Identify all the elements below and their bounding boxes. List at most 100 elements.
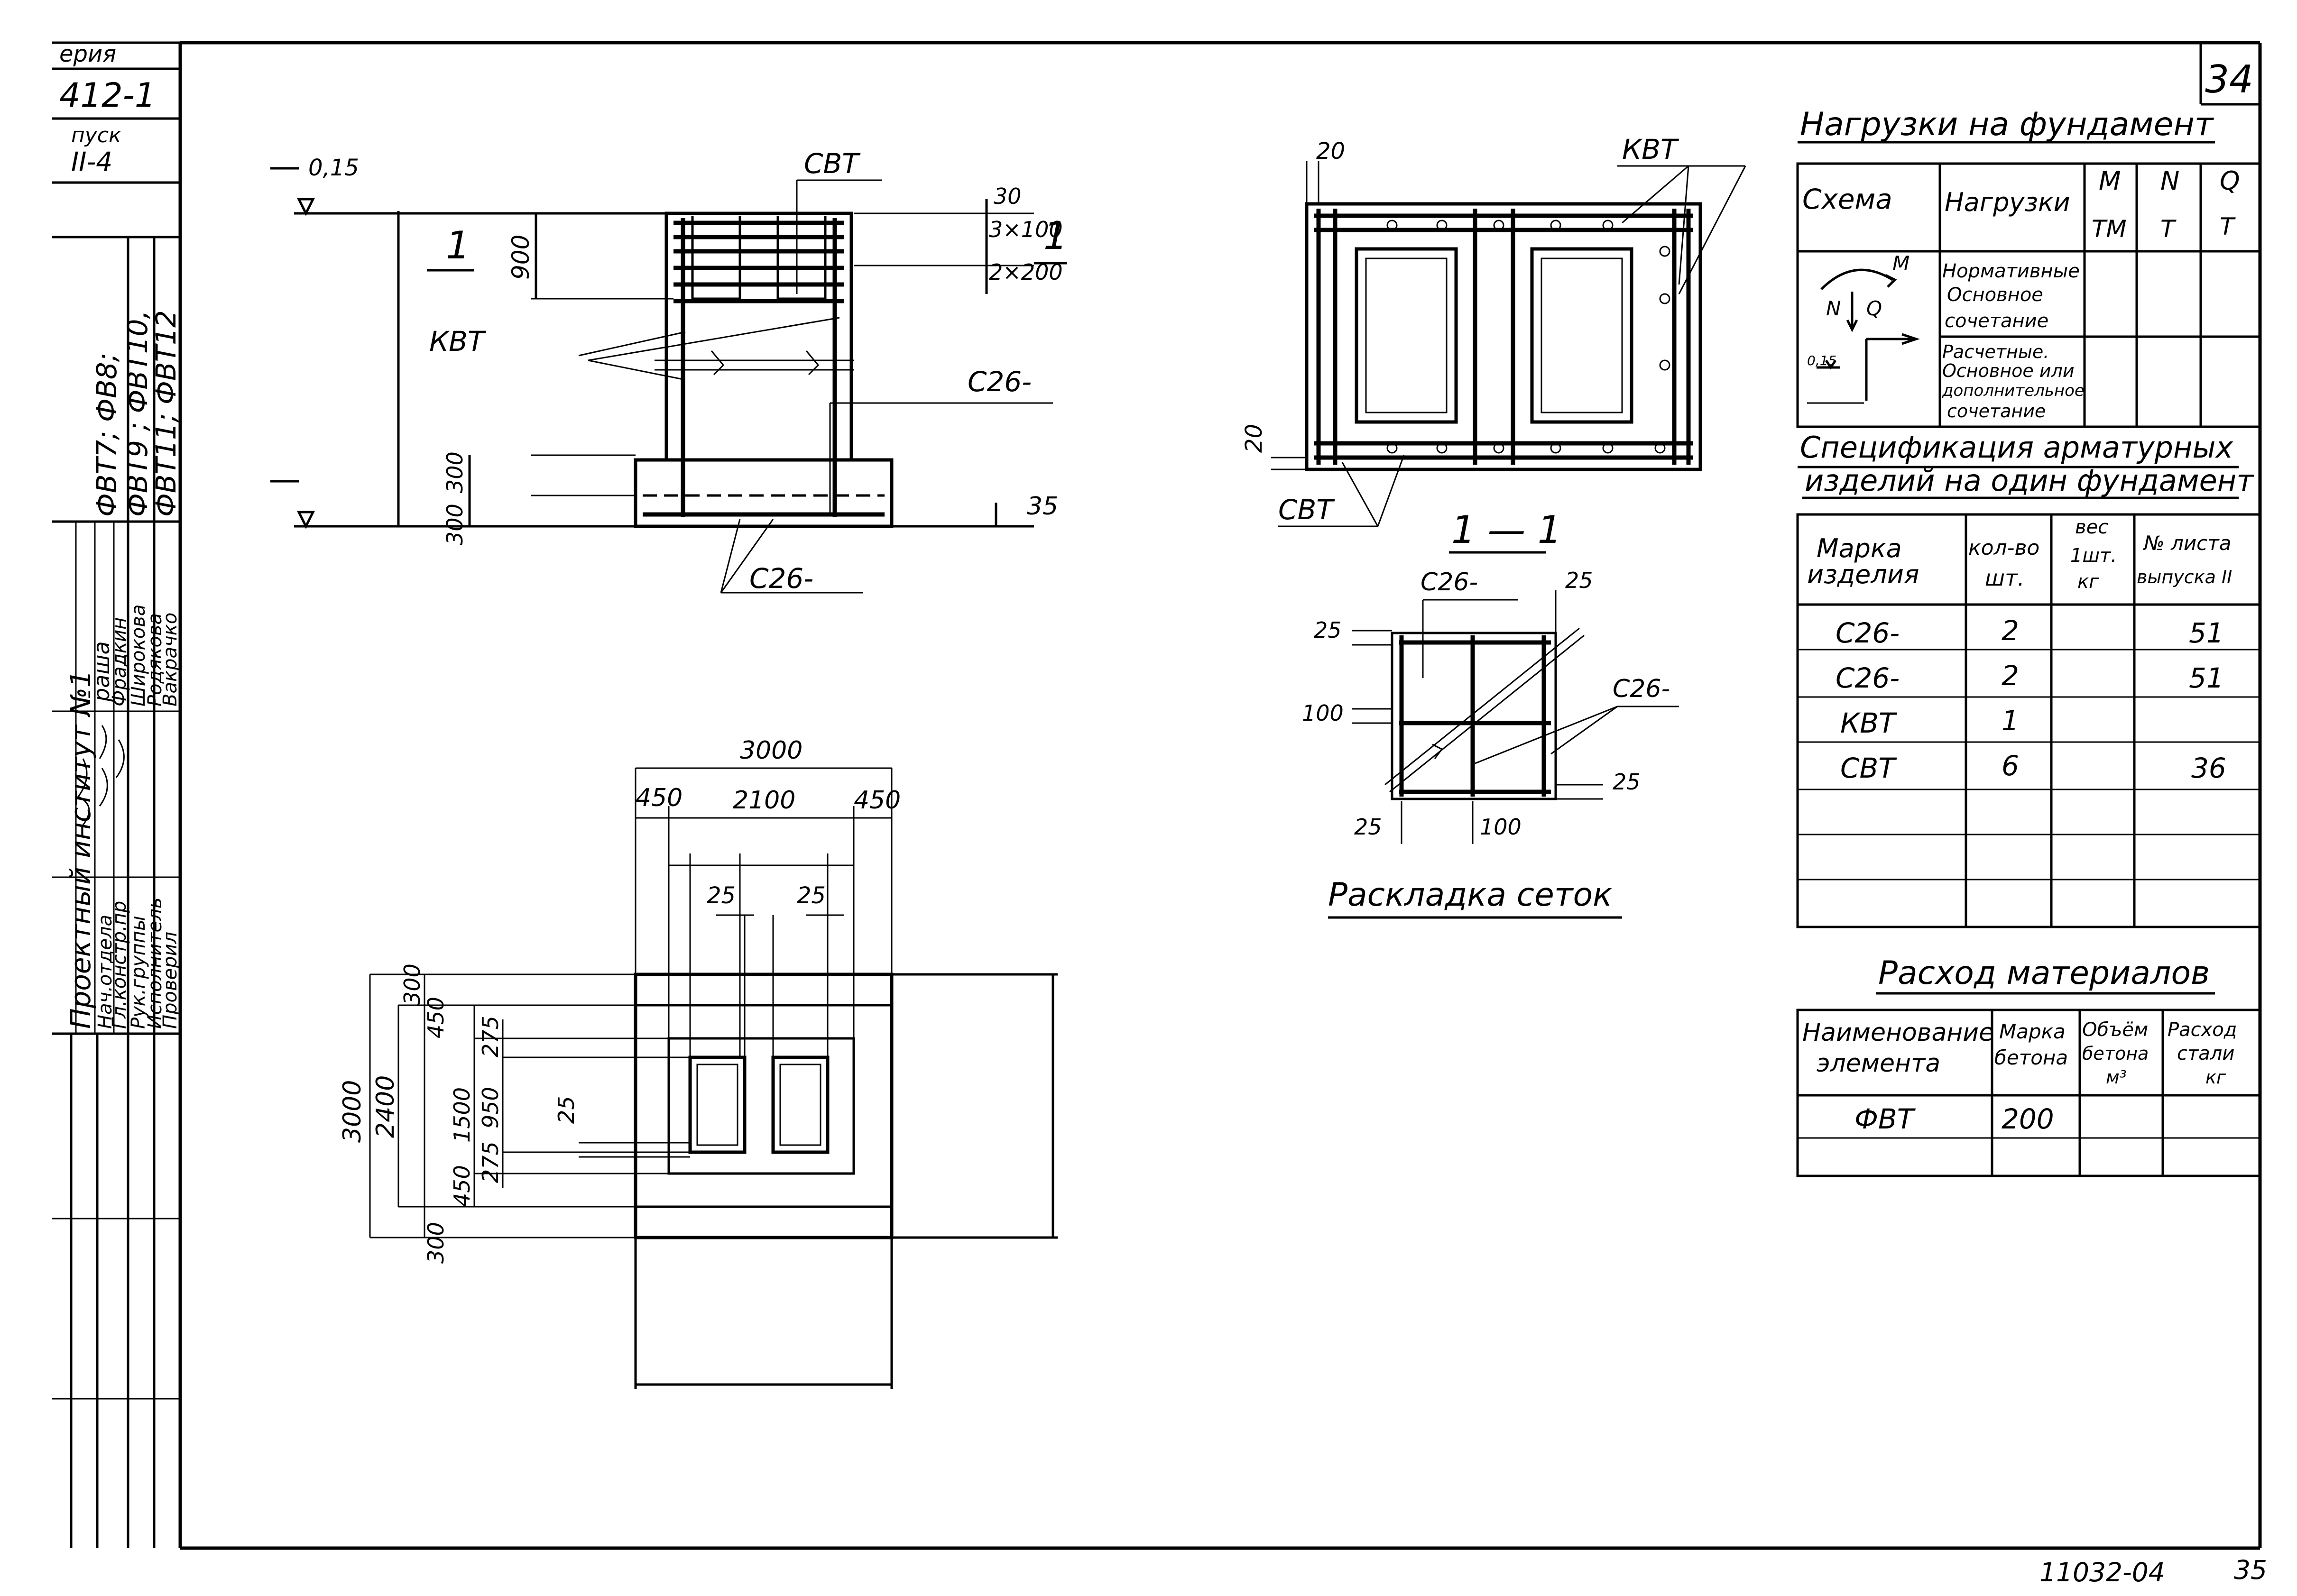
stamp-name-3: Родякова (144, 613, 166, 706)
loads-row2-line1: Расчетные. (1942, 341, 2049, 362)
loads-row1-line3: сочетание (1945, 310, 2048, 332)
spec-title-2: изделий на один фундамент (1805, 463, 2254, 498)
loads-row2-line3: дополнительное (1942, 381, 2085, 400)
materials-head-volume-3: м³ (2106, 1067, 2127, 1088)
loads-head-loads: Нагрузки (1945, 187, 2070, 217)
plan-dim-300b: 300 (423, 1222, 449, 1264)
loads-row2-line4: сочетание (1947, 401, 2046, 422)
mesh-dim-100b: 100 (1480, 814, 1522, 840)
stamp-issue: II-4 (71, 147, 112, 177)
footer-code: 11032-04 (2039, 1557, 2165, 1587)
mesh-title: 1 — 1 (1451, 508, 1562, 552)
mesh-dim-25a: 25 (1565, 568, 1593, 593)
stamp-mark-3: ФВТ11; ФВТ12 (150, 310, 182, 517)
plan-dim-left: 450 (636, 784, 683, 812)
materials-title: Расход материалов (1878, 954, 2210, 992)
spec-row1-sheet: 51 (2189, 617, 2224, 649)
signature (77, 725, 125, 826)
frame-label-kvt: КВТ (1622, 133, 1679, 165)
section-view (270, 167, 1067, 594)
spec-head-mark-1: Марка (1817, 533, 1902, 563)
loads-head-q-unit: Т (2220, 213, 2236, 240)
sheet-number: 34 (2205, 57, 2253, 101)
loads-title: Нагрузки на фундамент (1800, 106, 2214, 143)
section-cut-label: 1 (1043, 214, 1068, 258)
loads-head-n-unit: Т (2160, 215, 2177, 243)
section-title: 1 (446, 223, 470, 267)
loads-scheme-level: 0,15 (1807, 353, 1836, 368)
section-label-c26-right: С26- (968, 366, 1032, 398)
spec-row2-sheet: 51 (2189, 662, 2224, 694)
stamp-col-head: раша (89, 641, 114, 702)
spec-head-mark-2: изделия (1807, 560, 1919, 589)
materials-head-grade-1: Марка (1999, 1020, 2066, 1043)
dim-300-lower: 300 (442, 504, 468, 545)
plan-dim-gap1: 25 (707, 882, 736, 909)
stamp-org: Проектный институт №1 (65, 670, 97, 1029)
plan-view (369, 767, 1058, 1389)
stamp-issue-label: пуск (71, 123, 121, 147)
stamp-role-4: Исполнитель (144, 898, 166, 1029)
dim-35: 35 (1027, 492, 1058, 521)
spec-head-qty-1: кол-во (1968, 536, 2039, 560)
materials-row1-name: ФВТ (1854, 1103, 1916, 1135)
loads-row1-line2: Основное (1947, 284, 2043, 306)
plan-dim-right: 450 (854, 786, 901, 815)
stamp-mark-1: ФВТ7; ФВ8; (91, 353, 123, 517)
plan-dim-450a: 450 (423, 997, 449, 1038)
loads-table (1796, 162, 2261, 428)
footer-page: 35 (2234, 1555, 2267, 1585)
loads-head-m-unit: ТМ (2092, 215, 2127, 243)
section-label-c26-bottom: С26- (749, 562, 813, 595)
spec-row3-qty: 1 (2002, 705, 2019, 737)
stamp-name-1: Фрадкин (109, 617, 130, 706)
plan-dim-25: 25 (553, 1096, 579, 1124)
loads-row1-line1: Нормативные (1942, 260, 2080, 282)
plan-dim-mid: 2100 (733, 786, 795, 815)
spec-row2-mark: С26- (1836, 662, 1900, 694)
materials-head-volume-2: бетона (2082, 1043, 2149, 1064)
stamp-name-2: Широкова (128, 605, 149, 706)
stamp-series-label: ерия (59, 41, 116, 67)
materials-table (1796, 1009, 2261, 1177)
materials-head-volume-1: Объём (2082, 1019, 2148, 1041)
plan-dim-1500: 1500 (449, 1087, 475, 1143)
plan-dim-side: 3000 (338, 1080, 367, 1143)
materials-head-steel-1: Расход (2168, 1019, 2237, 1041)
mesh-dim-25d: 25 (1354, 814, 1382, 840)
plan-dim-gap2: 25 (797, 882, 826, 909)
materials-head-steel-3: кг (2205, 1067, 2226, 1088)
mesh-caption: Раскладка сеток (1328, 876, 1612, 914)
dim-2x200: 2×200 (989, 259, 1063, 285)
spec-head-weight-1: вес (2075, 516, 2108, 538)
dim-3x100: 3×100 (989, 217, 1063, 242)
section-label-kvt: КВТ (429, 325, 487, 358)
section-label-svt: СВТ (804, 147, 861, 180)
frame-dim-20a: 20 (1316, 138, 1345, 165)
loads-row2-line2: Основное или (1942, 360, 2075, 381)
loads-scheme-q: Q (1866, 297, 1882, 320)
stamp-mark-2: ФВТ9 ; ФВТ10, (121, 310, 154, 517)
spec-table (1796, 513, 2261, 928)
plan-dim-275b: 275 (478, 1141, 503, 1183)
loads-scheme-n: N (1826, 297, 1841, 320)
spec-title-1: Спецификация арматурных (1800, 430, 2233, 465)
plan-dim-275a: 275 (478, 1016, 503, 1057)
dim-30: 30 (994, 183, 1022, 209)
loads-head-scheme: Схема (1802, 183, 1892, 215)
spec-head-weight-3: кг (2077, 571, 2099, 593)
plan-dim-overall: 3000 (740, 736, 803, 765)
materials-row1-grade: 200 (2002, 1103, 2054, 1135)
plan-dim-950: 950 (478, 1087, 503, 1128)
loads-head-n: N (2160, 166, 2179, 196)
spec-row4-qty: 6 (2002, 750, 2019, 782)
materials-head-grade-2: бетона (1994, 1046, 2068, 1069)
loads-scheme-m: M (1892, 252, 1910, 275)
stamp-series: 412-1 (59, 76, 156, 115)
spec-row2-qty: 2 (2002, 660, 2019, 692)
mesh-label-c26b: С26- (1613, 675, 1670, 703)
stamp-role-2: Гл.констр.пр (109, 901, 130, 1029)
spec-head-sheet-2: выпуска II (2137, 567, 2232, 587)
spec-row1-qty: 2 (2002, 615, 2019, 647)
